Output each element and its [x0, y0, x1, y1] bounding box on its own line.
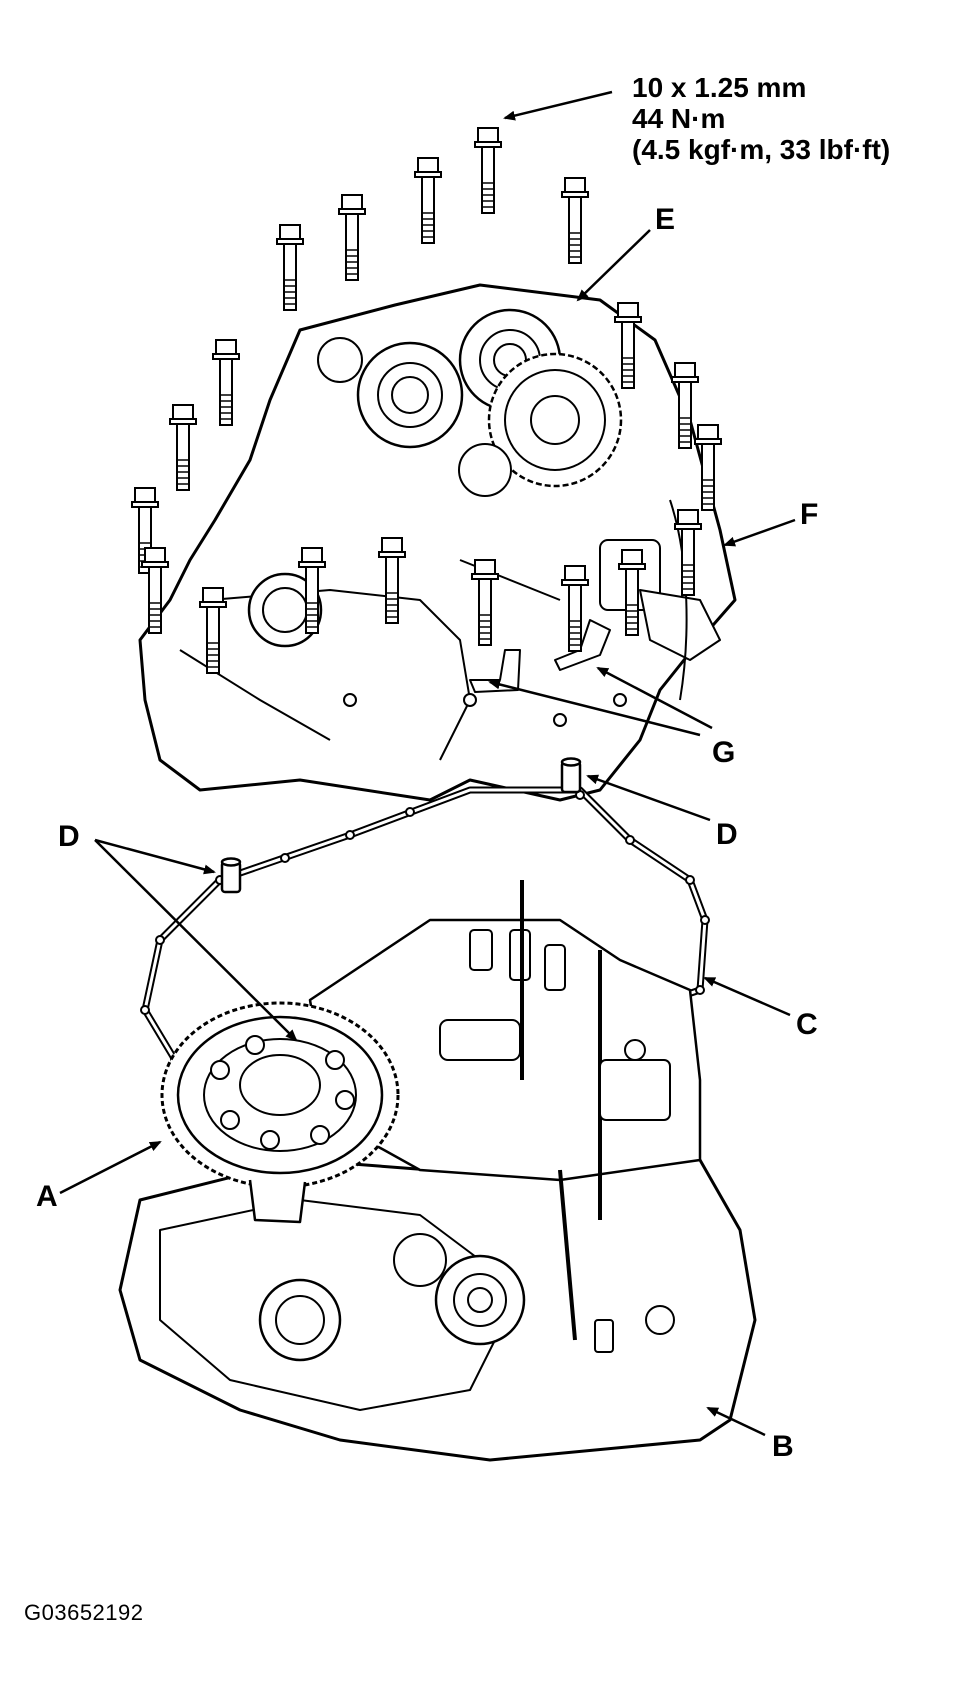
callout-b: B	[772, 1430, 794, 1463]
leader-f	[723, 518, 796, 547]
differential-gear	[160, 1001, 400, 1224]
callout-d-right: D	[716, 818, 738, 851]
callout-d-left: D	[58, 820, 80, 853]
leader-g2	[596, 666, 713, 730]
transmission-housing-lower	[118, 880, 757, 1462]
transmission-housing-upper	[138, 283, 737, 802]
leader-lines	[59, 90, 796, 1437]
torque-nm-label: 44 N·m	[632, 103, 726, 134]
torque-alt-label: (4.5 kgf·m, 33 lbf·ft)	[632, 134, 891, 165]
leader-b	[706, 1406, 766, 1437]
torque-spec: 10 x 1.25 mm 44 N·m (4.5 kgf·m, 33 lbf·f…	[632, 72, 890, 165]
callout-f: F	[800, 498, 819, 531]
leader-d-left1	[94, 838, 216, 875]
leader-g1	[488, 679, 701, 737]
callout-c: C	[796, 1008, 818, 1041]
callout-e: E	[655, 203, 676, 236]
callout-g: G	[712, 736, 736, 769]
leader-d-left2	[94, 839, 298, 1042]
callout-a: A	[36, 1180, 58, 1213]
figure-id: G03652192	[24, 1600, 144, 1625]
leader-d-right	[586, 774, 711, 822]
leader-e	[576, 229, 651, 302]
bolt-size-label: 10 x 1.25 mm	[632, 72, 807, 103]
leader-c	[703, 976, 791, 1017]
leader-spec	[503, 90, 613, 121]
leader-a	[59, 1140, 162, 1195]
